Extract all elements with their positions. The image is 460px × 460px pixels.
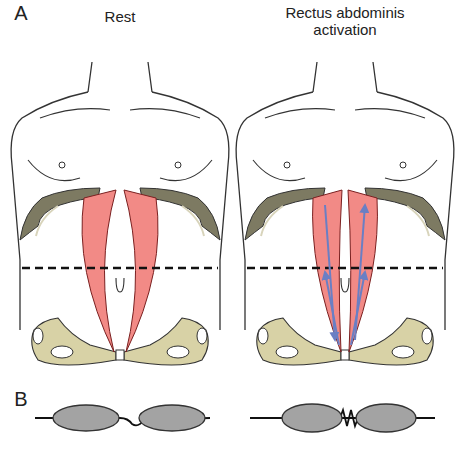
muscle-section (356, 404, 416, 432)
figure-title: Rectus abdominis activation (265, 4, 425, 39)
torso (11, 62, 229, 365)
muscle-section (282, 404, 342, 432)
cross-section-activation (250, 404, 435, 432)
section-line (247, 267, 443, 270)
panel-letter: B (6, 388, 36, 411)
folded-linea-alba (340, 410, 358, 426)
rectus-abdominis (124, 190, 158, 352)
torso (236, 62, 454, 365)
force-arrow (355, 205, 365, 340)
rest-figure (11, 62, 229, 365)
panel-letter: A (6, 2, 36, 25)
cross-section-rest (35, 405, 210, 431)
force-arrow (325, 205, 335, 340)
rectus-abdominis (313, 190, 342, 352)
section-line (22, 267, 218, 270)
activation-figure (236, 62, 454, 365)
rectus-abdominis (348, 190, 377, 352)
muscle-section (53, 405, 119, 431)
muscle-section (139, 405, 205, 431)
figure-title: Rest (70, 8, 170, 25)
rectus-abdominis (82, 190, 116, 352)
